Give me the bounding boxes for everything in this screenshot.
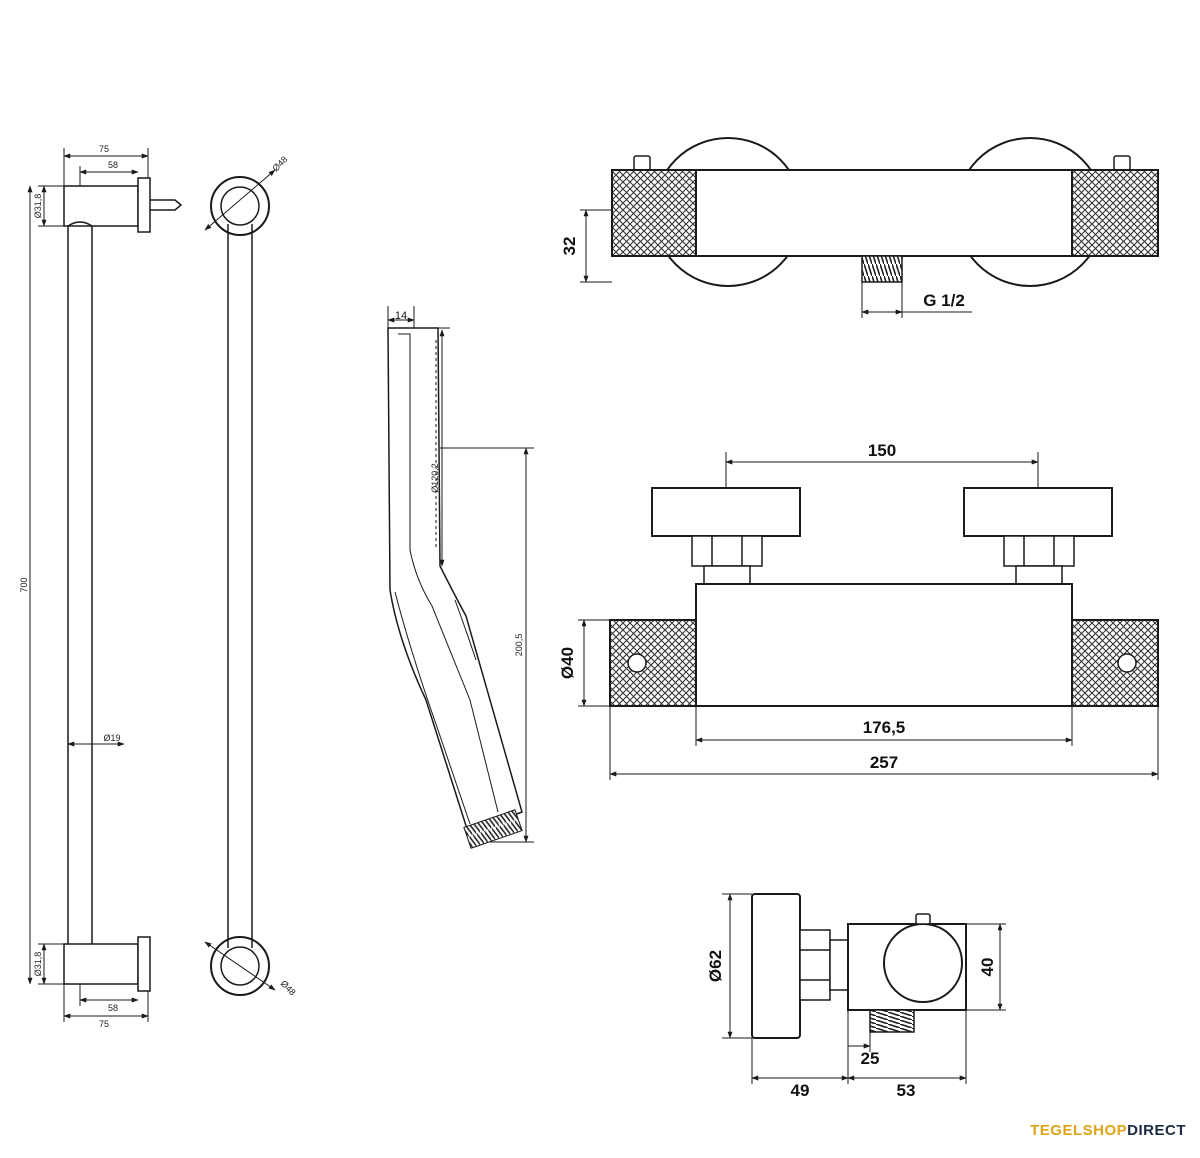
dim-rail-318-top: Ø31,8 [33, 194, 43, 219]
hand-shower-thread [463, 809, 523, 849]
mixer-side-outlet-thread [869, 1009, 915, 1033]
dim-rail-19: Ø19 [103, 733, 120, 743]
mixer-side-handle [751, 893, 801, 1039]
mixer-front-right-knurl [1071, 619, 1159, 707]
dim-mixer-side-40: 40 [978, 958, 997, 977]
dim-rail-58-bottom: 58 [108, 1003, 118, 1013]
rail-bottom-wallplate [137, 936, 151, 992]
mixer-front-left-handle [651, 487, 801, 537]
dim-rail-700: 700 [19, 577, 29, 592]
brand-logo-part2: DIRECT [1127, 1122, 1186, 1139]
mixer-front-view: 150 Ø40 176,5 257 [558, 441, 1159, 780]
rail-top-bracket [63, 185, 139, 227]
dim-mixer-side-62: Ø62 [706, 950, 725, 982]
rail-side-view: 75 58 Ø31,8 700 Ø19 Ø31,8 58 75 [19, 144, 183, 1029]
mixer-side-cartridge [883, 923, 963, 1003]
rail-top-wallplate [137, 177, 151, 233]
dim-rail-75-top: 75 [99, 144, 109, 154]
hand-shower-body [387, 327, 523, 833]
mixer-top-outlet-thread [861, 255, 903, 283]
dim-mixer-257: 257 [870, 753, 898, 772]
dim-rail-48-top: Ø48 [270, 154, 289, 173]
hand-shower: 14 Ø120,2 200,5 [387, 306, 534, 849]
mixer-front-body [695, 583, 1073, 707]
mixer-side-nut [799, 929, 831, 1001]
dim-mixer-150: 150 [868, 441, 896, 460]
dim-mixer-side-53: 53 [897, 1081, 916, 1100]
rail-bottom-bracket [63, 943, 139, 985]
rail-front-view: Ø48 Ø48 [204, 154, 298, 997]
mixer-top-right-knurl [1071, 169, 1159, 257]
mixer-side-view: Ø62 40 25 49 53 [706, 893, 1006, 1100]
mixer-top-view: 32 G 1/2 [560, 137, 1159, 318]
dim-hand-shower-2005: 200,5 [514, 634, 524, 657]
dim-rail-318-bottom: Ø31,8 [33, 952, 43, 977]
mixer-top-body [611, 169, 1159, 257]
mixer-front-left-knurl [609, 619, 697, 707]
dim-hand-shower-14: 14 [395, 310, 407, 322]
dim-mixer-g12: G 1/2 [923, 291, 965, 310]
dim-mixer-1765: 176,5 [863, 718, 906, 737]
rail-front-top-flange [210, 176, 270, 236]
rail-tube [67, 226, 93, 944]
mixer-front-right-nut [1003, 535, 1075, 567]
mixer-front-right-handle [963, 487, 1113, 537]
dim-hand-shower-1202: Ø120,2 [430, 463, 440, 493]
rail-front-tube [227, 224, 253, 948]
rail-top-screw [150, 199, 183, 211]
dim-rail-75-bottom: 75 [99, 1019, 109, 1029]
mixer-top-left-knurl [611, 169, 697, 257]
dim-rail-48-bottom: Ø48 [279, 978, 298, 997]
dim-mixer-side-25: 25 [861, 1049, 880, 1068]
brand-logo: TEGELSHOPDIRECT [1030, 1122, 1186, 1139]
dim-mixer-32: 32 [560, 237, 579, 256]
dim-rail-58-top: 58 [108, 160, 118, 170]
mixer-front-left-nut [691, 535, 763, 567]
dim-mixer-front-40: Ø40 [558, 647, 577, 679]
brand-logo-part1: TEGELSHOP [1030, 1122, 1128, 1139]
dim-mixer-side-49: 49 [791, 1081, 810, 1100]
